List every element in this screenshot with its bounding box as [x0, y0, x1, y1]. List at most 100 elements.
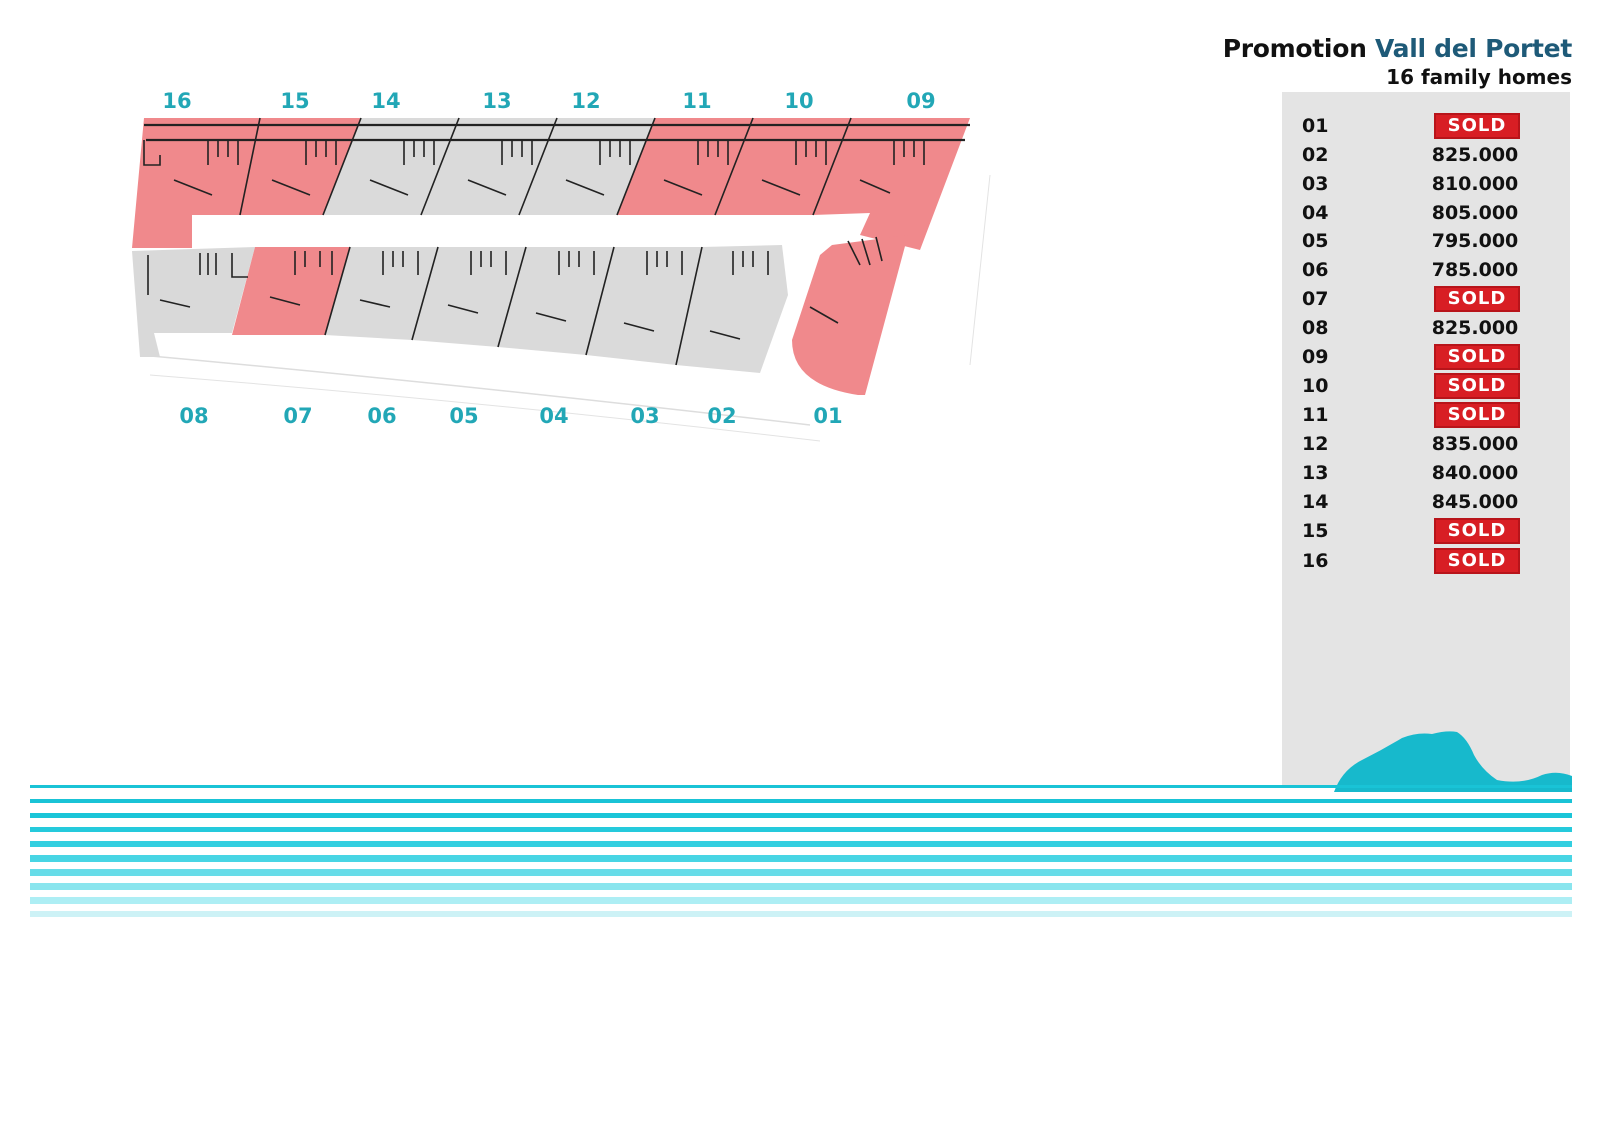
lot-16[interactable]	[132, 118, 260, 248]
bottom-label-08: 08	[179, 404, 208, 428]
unit-number: 08	[1302, 317, 1329, 339]
lot-10[interactable]	[715, 118, 851, 215]
sea-stripe	[30, 897, 1572, 904]
lot-03[interactable]	[586, 247, 702, 365]
unit-number: 14	[1302, 491, 1329, 513]
unit-price: 795.000	[1431, 230, 1519, 252]
unit-price: 810.000	[1431, 173, 1519, 195]
price-row: 02 825.000	[1282, 141, 1570, 170]
unit-price: 805.000	[1431, 202, 1519, 224]
top-label-09: 09	[906, 89, 935, 113]
lot-12[interactable]	[519, 118, 655, 215]
unit-price: 840.000	[1431, 462, 1519, 484]
bottom-label-03: 03	[630, 404, 659, 428]
sea-stripe	[30, 883, 1572, 890]
unit-number: 06	[1302, 259, 1329, 281]
price-row: 16 SOLD	[1282, 547, 1570, 576]
lot-13[interactable]	[421, 118, 557, 215]
lot-05[interactable]	[412, 247, 526, 347]
unit-number: 15	[1302, 520, 1329, 542]
sea-stripe	[30, 799, 1572, 803]
sea-stripes	[30, 785, 1572, 917]
top-label-11: 11	[682, 89, 711, 113]
unit-number: 13	[1302, 462, 1329, 484]
price-row: 14 845.000	[1282, 488, 1570, 517]
lot-06[interactable]	[325, 247, 438, 340]
price-row: 12 835.000	[1282, 430, 1570, 459]
lot-14[interactable]	[323, 118, 459, 215]
bottom-row-lots	[132, 235, 908, 395]
bottom-label-05: 05	[449, 404, 478, 428]
sea-stripe	[30, 841, 1572, 847]
top-label-15: 15	[280, 89, 309, 113]
lot-15[interactable]	[240, 118, 361, 215]
unit-number: 03	[1302, 173, 1329, 195]
lot-04[interactable]	[498, 247, 614, 355]
sea-stripe	[30, 813, 1572, 818]
price-row: 09 SOLD	[1282, 343, 1570, 372]
unit-price: 785.000	[1431, 259, 1519, 281]
sea-stripe	[30, 855, 1572, 862]
lot-07[interactable]	[232, 247, 350, 335]
bottom-label-07: 07	[283, 404, 312, 428]
price-row: 07 SOLD	[1282, 285, 1570, 314]
lot-01[interactable]	[792, 235, 908, 395]
bottom-label-04: 04	[539, 404, 568, 428]
unit-number: 01	[1302, 115, 1329, 137]
price-row: 03 810.000	[1282, 170, 1570, 199]
top-label-10: 10	[784, 89, 813, 113]
unit-number: 07	[1302, 288, 1329, 310]
unit-number: 02	[1302, 144, 1329, 166]
top-row-lots	[132, 117, 970, 250]
title-accent: Vall del Portet	[1374, 34, 1572, 63]
unit-number: 10	[1302, 375, 1329, 397]
header: Promotion Vall del Portet 16 family home…	[1222, 34, 1573, 89]
unit-number: 12	[1302, 433, 1329, 455]
lot-02[interactable]	[676, 245, 788, 373]
lot-09[interactable]	[813, 118, 970, 250]
island-silhouette-icon	[1334, 731, 1572, 792]
unit-number: 16	[1302, 550, 1329, 572]
sold-badge: SOLD	[1434, 113, 1520, 139]
price-row: 08 825.000	[1282, 314, 1570, 343]
sold-badge: SOLD	[1434, 548, 1520, 574]
lot-11[interactable]	[617, 118, 753, 215]
sold-badge: SOLD	[1434, 373, 1520, 399]
top-label-14: 14	[371, 89, 400, 113]
unit-price: 835.000	[1431, 433, 1519, 455]
price-row: 06 785.000	[1282, 256, 1570, 285]
bottom-label-06: 06	[367, 404, 396, 428]
top-label-13: 13	[482, 89, 511, 113]
unit-price: 845.000	[1431, 491, 1519, 513]
price-row: 05 795.000	[1282, 227, 1570, 256]
unit-number: 09	[1302, 346, 1329, 368]
title-prefix: Promotion	[1222, 34, 1367, 63]
price-row: 10 SOLD	[1282, 372, 1570, 401]
bottom-label-01: 01	[813, 404, 842, 428]
bottom-label-02: 02	[707, 404, 736, 428]
sea-stripe	[30, 869, 1572, 876]
unit-number: 11	[1302, 404, 1329, 426]
unit-price: 825.000	[1431, 317, 1519, 339]
top-label-12: 12	[571, 89, 600, 113]
lot-08[interactable]	[132, 247, 255, 357]
sold-badge: SOLD	[1434, 286, 1520, 312]
unit-number: 05	[1302, 230, 1329, 252]
sea-stripe	[30, 911, 1572, 917]
unit-price: 825.000	[1431, 144, 1519, 166]
sold-badge: SOLD	[1434, 402, 1520, 428]
price-row: 15 SOLD	[1282, 517, 1570, 546]
sold-badge: SOLD	[1434, 518, 1520, 544]
page-subtitle: 16 family homes	[1386, 65, 1572, 89]
price-row: 04 805.000	[1282, 199, 1570, 228]
top-label-16: 16	[162, 89, 191, 113]
sea-stripe	[30, 827, 1572, 832]
site-plan: 16 15 14 13 12 11 10 09 08 07 06 05 04 0…	[132, 89, 991, 442]
price-row: 01 SOLD	[1282, 112, 1570, 141]
page-title: Promotion Vall del Portet	[1222, 34, 1573, 63]
unit-number: 04	[1302, 202, 1329, 224]
sea-stripe	[30, 785, 1572, 788]
price-row: 11 SOLD	[1282, 401, 1570, 430]
sold-badge: SOLD	[1434, 344, 1520, 370]
